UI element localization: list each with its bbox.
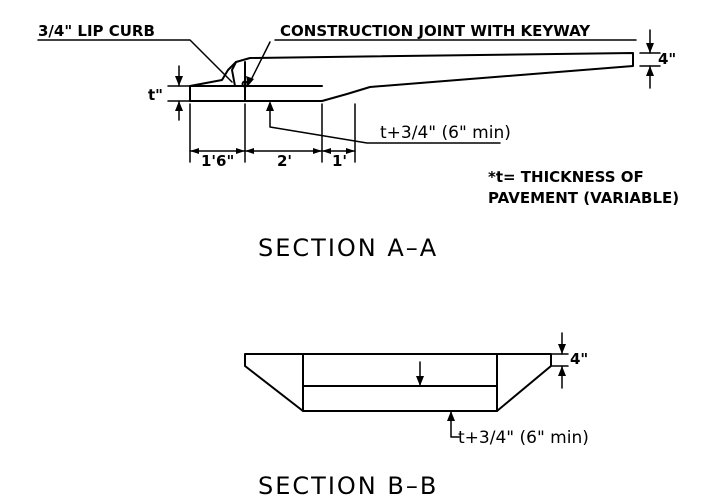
dim-2-label: 2' — [277, 152, 292, 170]
note-line-2: PAVEMENT (VARIABLE) — [488, 189, 679, 207]
lip-curb-outline — [231, 61, 237, 87]
note-line-1: *t= THICKNESS OF — [488, 168, 644, 186]
t-dimension — [167, 65, 191, 121]
section-b-title: SECTION B–B — [258, 472, 438, 500]
joint-leader-arrow — [246, 76, 254, 86]
height-label-b: 4" — [570, 350, 588, 368]
dim-3-label: 1' — [332, 152, 347, 170]
section-b-drawing — [244, 332, 569, 438]
section-a-outline — [189, 52, 634, 102]
keyway-mark — [241, 80, 249, 88]
bottom-dimensions — [189, 103, 356, 163]
thickness-label-a: t+3/4" (6" min) — [380, 123, 511, 143]
section-b-outline — [244, 353, 552, 412]
section-a-title: SECTION A–A — [258, 234, 438, 262]
lip-curb-label: 3/4" LIP CURB — [38, 22, 155, 40]
t-label: t" — [148, 86, 163, 104]
joint-label: CONSTRUCTION JOINT WITH KEYWAY — [280, 22, 591, 40]
thickness-leader-a — [266, 101, 501, 144]
height-dimension-a — [639, 29, 661, 89]
dim-1-label: 1'6" — [201, 152, 234, 170]
thickness-label-b: t+3/4" (6" min) — [458, 428, 589, 448]
height-dimension-b — [551, 332, 569, 389]
joint-leader-diag — [249, 41, 271, 83]
height-label-a: 4" — [658, 50, 676, 68]
lip-curb-leader — [37, 39, 233, 83]
thickness-leader-b — [447, 411, 460, 438]
section-b-inner-arrow — [416, 376, 424, 386]
section-a-drawing — [37, 29, 661, 163]
